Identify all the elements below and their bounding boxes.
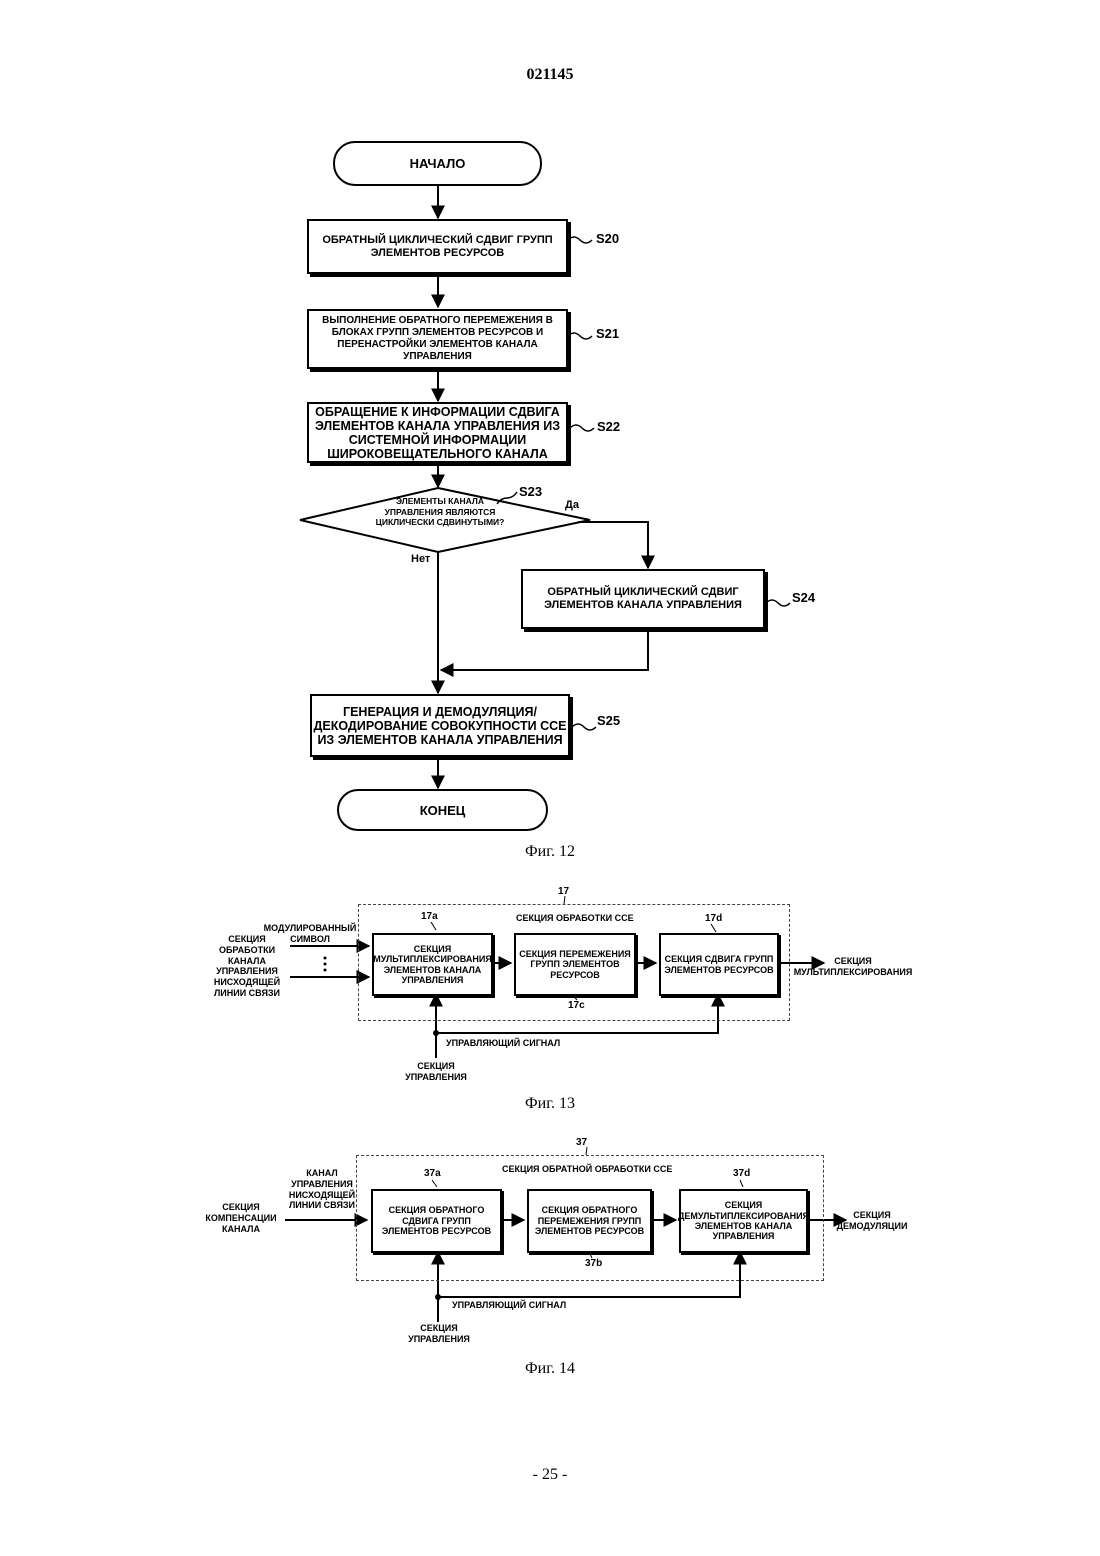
control-signal-label-13: УПРАВЛЯЮЩИЙ СИГНАЛ (446, 1038, 560, 1049)
block-37d-demultiplexing: СЕКЦИЯ ДЕМУЛЬТИПЛЕКСИРОВАНИЯ ЭЛЕМЕНТОВ К… (679, 1189, 808, 1253)
step-s20-box: ОБРАТНЫЙ ЦИКЛИЧЕСКИЙ СДВИГ ГРУПП ЭЛЕМЕНТ… (307, 219, 568, 274)
block-37d-id: 37d (733, 1168, 750, 1179)
flow-end-terminal: КОНЕЦ (337, 789, 548, 831)
block-37b-id: 37b (585, 1258, 602, 1269)
figure-14-caption: Фиг. 14 (0, 1360, 1100, 1378)
decision-s23-text: ЭЛЕМЕНТЫ КАНАЛА УПРАВЛЕНИЯ ЯВЛЯЮТСЯ ЦИКЛ… (373, 496, 507, 528)
control-signal-label-14: УПРАВЛЯЮЩИЙ СИГНАЛ (452, 1300, 566, 1311)
control-section-13: СЕКЦИЯ УПРАВЛЕНИЯ (398, 1061, 474, 1083)
step-s25-label: S25 (597, 713, 620, 728)
block-17c-interleaving: СЕКЦИЯ ПЕРЕМЕЖЕНИЯ ГРУПП ЭЛЕМЕНТОВ РЕСУР… (514, 933, 636, 996)
step-s21-label: S21 (596, 326, 619, 341)
page-number: - 25 - (0, 1466, 1100, 1484)
block-17a-multiplexing: СЕКЦИЯ МУЛЬТИПЛЕКСИРОВАНИЯ ЭЛЕМЕНТОВ КАН… (372, 933, 493, 996)
section-17-number: 17 (558, 886, 569, 897)
block-37a-id: 37a (424, 1168, 441, 1179)
section-37-number: 37 (576, 1137, 587, 1148)
figure-12-caption: Фиг. 12 (0, 843, 1100, 861)
step-s24-box: ОБРАТНЫЙ ЦИКЛИЧЕСКИЙ СДВИГ ЭЛЕМЕНТОВ КАН… (521, 569, 765, 629)
block-17d-id: 17d (705, 913, 722, 924)
block-17c-id: 17c (568, 1000, 585, 1011)
decision-no-label: Нет (411, 553, 430, 565)
block-37a-inverse-shift: СЕКЦИЯ ОБРАТНОГО СДВИГА ГРУПП ЭЛЕМЕНТОВ … (371, 1189, 502, 1253)
block-17a-id: 17a (421, 911, 438, 922)
step-s22-box: ОБРАЩЕНИЕ К ИНФОРМАЦИИ СДВИГА ЭЛЕМЕНТОВ … (307, 402, 568, 463)
downlink-control-channel-label: КАНАЛ УПРАВЛЕНИЯ НИСХОДЯЩЕЙ ЛИНИИ СВЯЗИ (280, 1168, 364, 1211)
output-demodulation-section: СЕКЦИЯ ДЕМОДУЛЯЦИИ (832, 1210, 912, 1232)
step-s25-box: ГЕНЕРАЦИЯ И ДЕМОДУЛЯЦИЯ/ДЕКОДИРОВАНИЕ СО… (310, 694, 570, 757)
flow-start-terminal: НАЧАЛО (333, 141, 542, 186)
step-s24-label: S24 (792, 590, 815, 605)
control-section-14: СЕКЦИЯ УПРАВЛЕНИЯ (400, 1323, 478, 1345)
channel-compensation-source: СЕКЦИЯ КОМПЕНСАЦИИ КАНАЛА (196, 1202, 286, 1234)
document-number: 021145 (0, 66, 1100, 84)
step-s20-label: S20 (596, 231, 619, 246)
section-37-title: СЕКЦИЯ ОБРАТНОЙ ОБРАБОТКИ CCE (502, 1164, 672, 1175)
block-37b-deinterleaving: СЕКЦИЯ ОБРАТНОГО ПЕРЕМЕЖЕНИЯ ГРУПП ЭЛЕМЕ… (527, 1189, 652, 1253)
figure-13-caption: Фиг. 13 (0, 1095, 1100, 1113)
section-17-title: СЕКЦИЯ ОБРАБОТКИ CCE (516, 913, 634, 924)
step-s21-box: ВЫПОЛНЕНИЕ ОБРАТНОГО ПЕРЕМЕЖЕНИЯ В БЛОКА… (307, 309, 568, 369)
block-17d-shift: СЕКЦИЯ СДВИГА ГРУПП ЭЛЕМЕНТОВ РЕСУРСОВ (659, 933, 779, 996)
modulated-symbol-label: МОДУЛИРОВАННЫЙ СИМВОЛ (262, 923, 358, 945)
decision-yes-label: Да (565, 499, 579, 511)
output-multiplexing-section: СЕКЦИЯ МУЛЬТИПЛЕКСИРОВАНИЯ (788, 956, 918, 978)
step-s22-label: S22 (597, 419, 620, 434)
decision-s23-label: S23 (519, 484, 542, 499)
